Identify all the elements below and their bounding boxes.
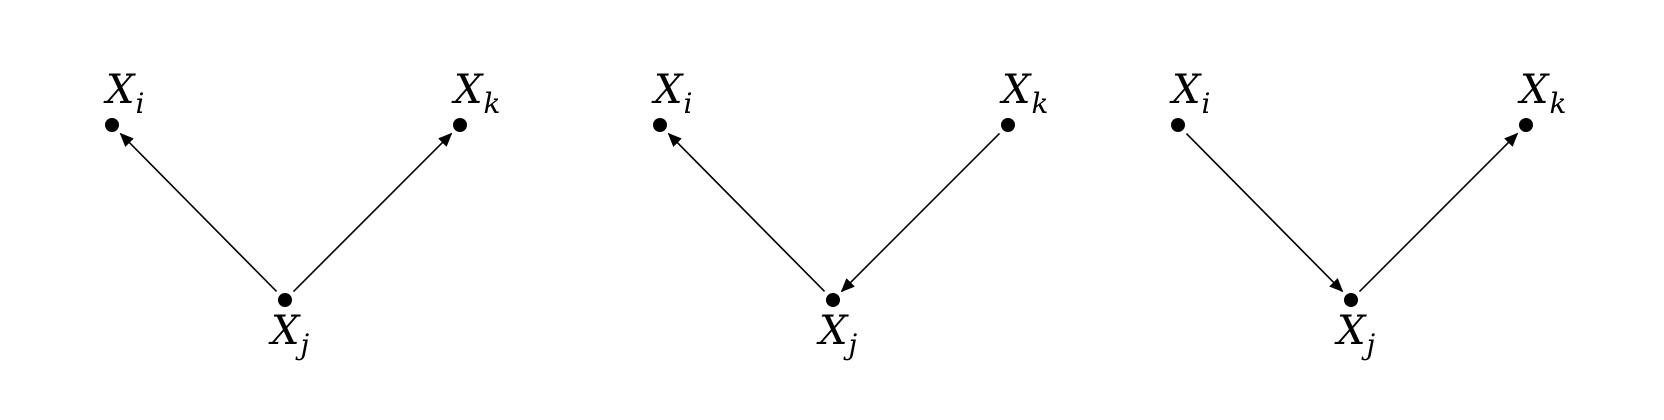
edge-j-to-i <box>119 132 278 293</box>
node-dot-k <box>1519 118 1533 132</box>
node-label-main: X <box>651 67 684 113</box>
node-dot-k <box>1001 118 1015 132</box>
node-dot-k <box>453 118 467 132</box>
node-label-i: Xi <box>1169 67 1210 120</box>
node-dot-j <box>1344 293 1358 307</box>
edge-j-to-i <box>667 132 826 293</box>
node-label-main: X <box>816 308 849 354</box>
node-label-subscript: k <box>1031 87 1048 120</box>
node-dot-i <box>1171 118 1185 132</box>
node-label-k: Xk <box>451 67 500 120</box>
node-label-subscript: i <box>683 87 692 120</box>
node-label-j: Xj <box>1334 308 1375 361</box>
node-label-main: X <box>103 67 136 113</box>
node-label-k: Xk <box>1517 67 1566 120</box>
node-label-main: X <box>1517 67 1550 113</box>
node-label-main: X <box>268 308 301 354</box>
node-label-k: Xk <box>999 67 1048 120</box>
node-label-main: X <box>999 67 1032 113</box>
edge-j-to-k <box>292 132 453 293</box>
node-dot-j <box>278 293 292 307</box>
node-label-i: Xi <box>103 67 144 120</box>
node-label-j: Xj <box>816 308 857 361</box>
node-label-j: Xj <box>268 308 309 361</box>
node-label-subscript: i <box>1201 87 1210 120</box>
node-label-i: Xi <box>651 67 692 120</box>
node-label-subscript: i <box>135 87 144 120</box>
node-label-main: X <box>451 67 484 113</box>
node-label-subscript: k <box>1549 87 1566 120</box>
node-label-subscript: k <box>483 87 500 120</box>
edge-j-to-k <box>1358 132 1519 293</box>
node-dot-j <box>826 293 840 307</box>
edge-k-to-j <box>840 132 1001 293</box>
node-label-main: X <box>1169 67 1202 113</box>
node-dot-i <box>105 118 119 132</box>
edge-i-to-j <box>1185 132 1344 293</box>
node-dot-i <box>653 118 667 132</box>
node-label-main: X <box>1334 308 1367 354</box>
